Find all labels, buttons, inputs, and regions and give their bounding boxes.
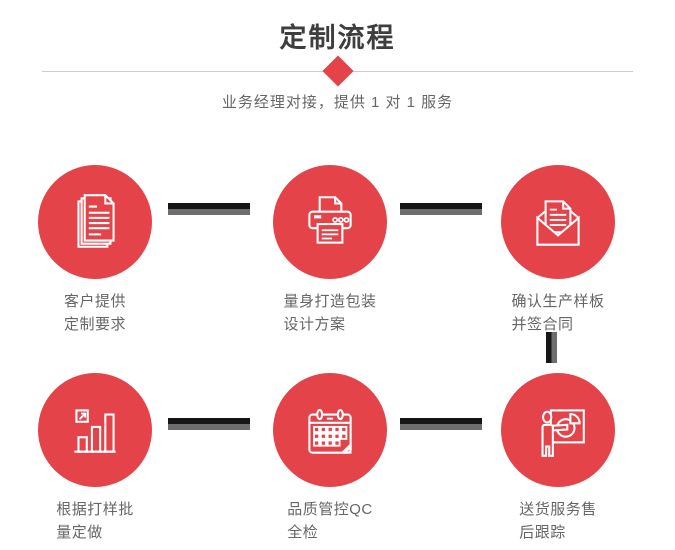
step-label-1-line2: 定制要求 — [63, 316, 126, 333]
step-label-4-line2: 量定做 — [56, 524, 103, 541]
step-label-1-line1: 客户提供 — [63, 293, 126, 310]
presentation-icon — [525, 397, 591, 463]
step-label-2-line2: 设计方案 — [283, 316, 346, 333]
page-title: 定制流程 — [279, 23, 396, 53]
step-circle-3 — [501, 165, 615, 279]
connector-row2-right — [400, 418, 482, 430]
step-circle-6 — [501, 373, 615, 487]
step-circle-4 — [38, 373, 152, 487]
connector-vertical — [546, 332, 557, 363]
step-label-2-line1: 量身打造包装 — [283, 293, 377, 310]
step-circle-2 — [273, 165, 387, 279]
subtitle: 业务经理对接，提供 1 对 1 服务 — [221, 94, 454, 111]
diamond-accent-icon — [322, 55, 354, 87]
step-label-3-line1: 确认生产样板 — [511, 293, 605, 310]
bar-chart-icon — [62, 397, 128, 463]
connector-row2-left — [168, 418, 250, 430]
step-label-6-line1: 送货服务售 — [519, 501, 597, 518]
step-label-4-line1: 根据打样批 — [56, 501, 134, 518]
step-circle-1 — [38, 165, 152, 279]
step-label-6: 送货服务售 后跟踪 — [478, 498, 638, 544]
step-label-2: 量身打造包装 设计方案 — [250, 290, 410, 336]
step-label-3: 确认生产样板 并签合同 — [478, 290, 638, 336]
step-label-5: 品质管控QC 全检 — [250, 498, 410, 544]
connector-row1-right — [400, 203, 482, 215]
printer-icon — [297, 189, 363, 255]
connector-row1-left — [168, 203, 250, 215]
step-circle-5 — [273, 373, 387, 487]
step-label-3-line2: 并签合同 — [511, 316, 574, 333]
step-label-5-line2: 全检 — [287, 524, 319, 541]
documents-icon — [62, 189, 128, 255]
calendar-icon — [297, 397, 363, 463]
step-label-1: 客户提供 定制要求 — [15, 290, 175, 336]
step-label-6-line2: 后跟踪 — [519, 524, 566, 541]
open-envelope-icon — [525, 189, 591, 255]
step-label-4: 根据打样批 量定做 — [15, 498, 175, 544]
step-label-5-line1: 品质管控QC — [287, 501, 373, 518]
